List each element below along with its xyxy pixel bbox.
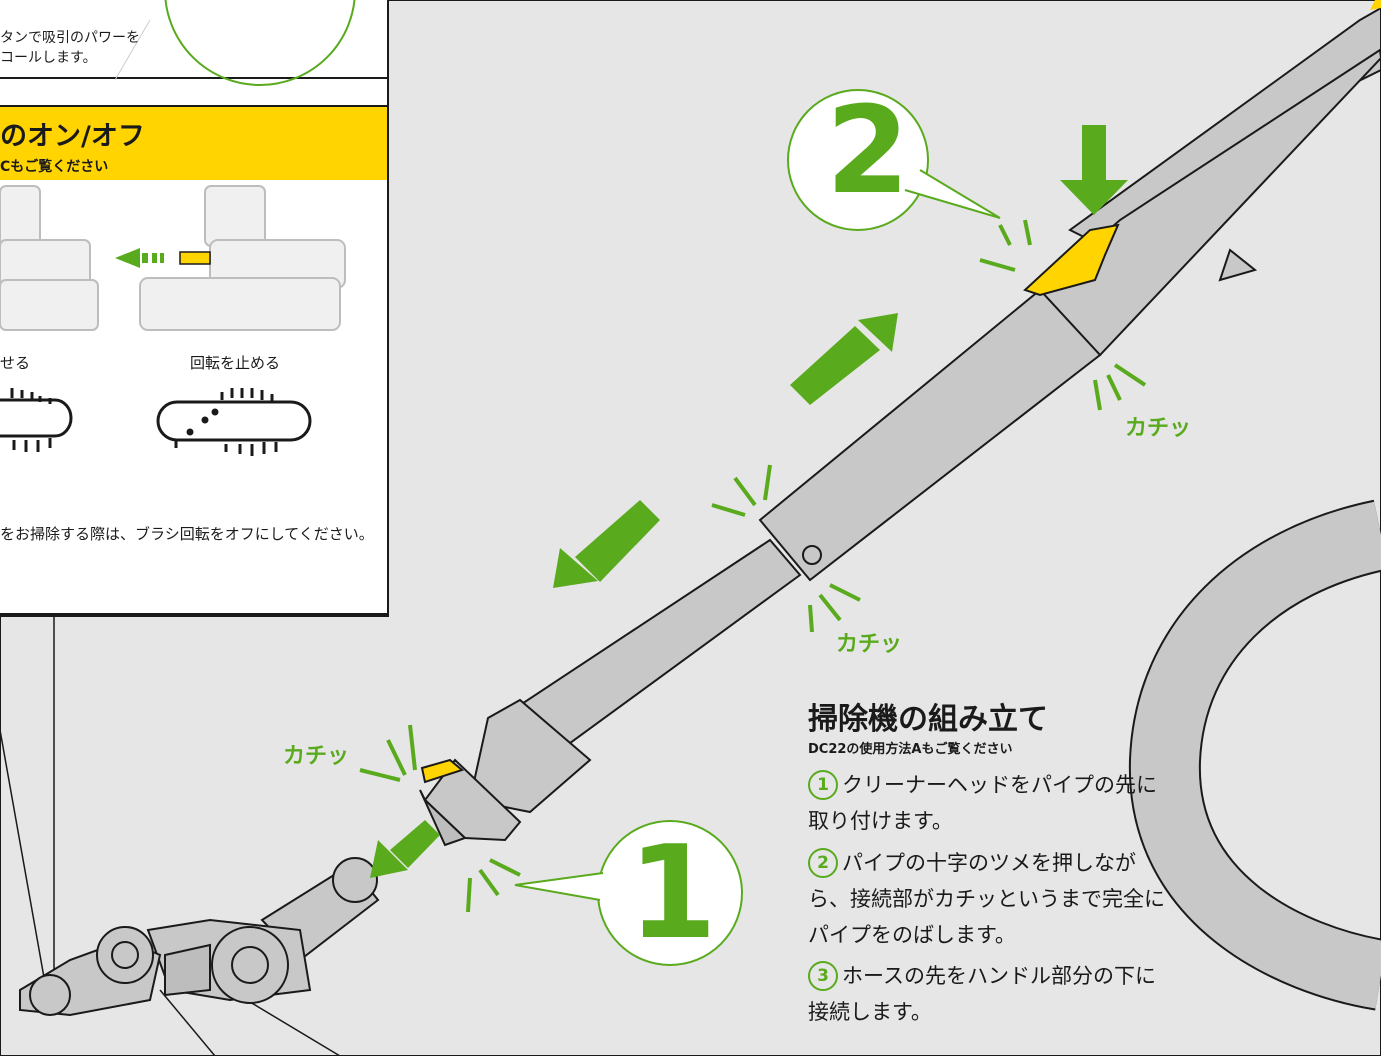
step-text-2: パイプの十字のツメを押しながら、接続部がカチッというまで完全にパイプをのばします… — [808, 851, 1165, 947]
suction-panel — [0, 0, 389, 79]
suction-caption-line2: コールします。 — [0, 50, 97, 66]
suction-caption: タンで吸引のパワーを コールします。 — [0, 28, 140, 68]
click-marks — [359, 219, 1147, 913]
callout-1 — [514, 820, 743, 966]
step-text-1: クリーナーヘッドをパイプの先に取り付けます。 — [808, 773, 1157, 833]
callout-number-2: 2 — [826, 82, 910, 221]
brush-caption-right: 回転を止める — [190, 354, 281, 372]
upper-wand — [758, 6, 1381, 582]
brush-roll-on-icon — [0, 388, 73, 452]
brush-panel-title: のオン/オフ — [0, 121, 145, 152]
brush-panel — [0, 105, 389, 615]
step-text-3: ホースの先をハンドル部分の下に接続します。 — [808, 964, 1156, 1024]
cleaner-head-sketch — [0, 185, 346, 331]
zoom-circle — [164, 0, 356, 86]
step-number-2: 2 — [808, 848, 838, 878]
click-label-lower: カチッ — [283, 744, 350, 769]
brush-note: をお掃除する際は、ブラシ回転をオフにしてください。 — [0, 525, 374, 543]
callout-number-1: 1 — [628, 819, 718, 968]
wand-connector — [419, 698, 592, 847]
click-label-upper: カチッ — [1125, 416, 1192, 441]
pipe-catch — [1023, 223, 1120, 297]
head-catch — [420, 758, 465, 784]
assembly-subtitle: DC22の使用方法Aもご覧ください — [808, 742, 1013, 757]
brush-caption-left: せる — [0, 354, 31, 372]
assembly-title: 掃除機の組み立て — [808, 702, 1048, 737]
step-number-3: 3 — [808, 961, 838, 991]
cleaner-head — [19, 857, 380, 1017]
brush-panel-subtitle: Cもご覧ください — [0, 159, 109, 175]
callout-2 — [787, 89, 1001, 231]
brush-panel-header — [0, 107, 387, 180]
step-number-1: 1 — [808, 770, 838, 800]
brush-roll-off-icon — [156, 388, 312, 456]
direction-arrows — [370, 125, 1128, 878]
click-label-middle: カチッ — [836, 632, 903, 657]
suction-caption-line1: タンで吸引のパワーを — [0, 30, 140, 46]
